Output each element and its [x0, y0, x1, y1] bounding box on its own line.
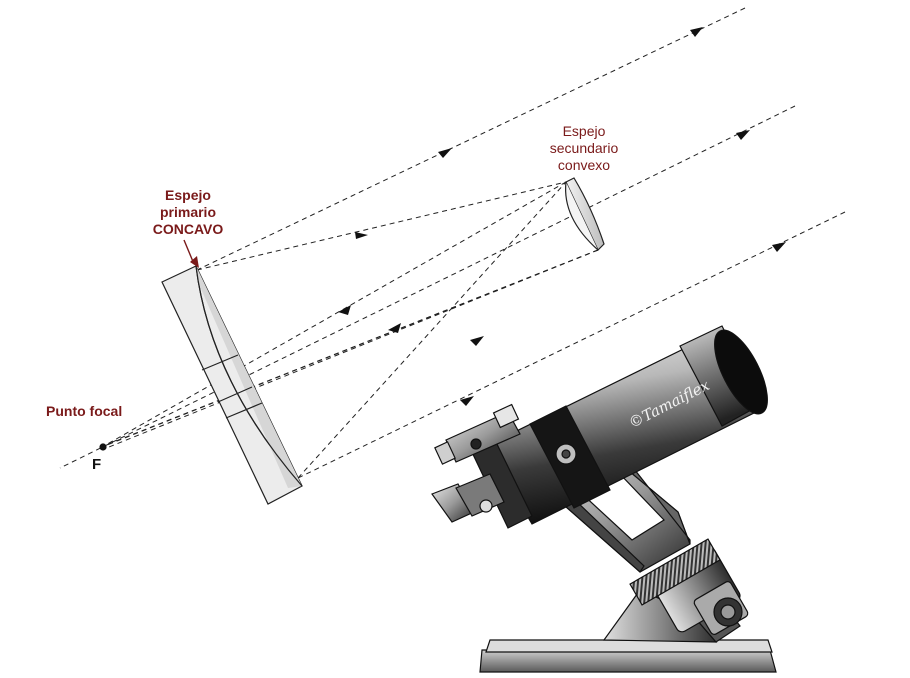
primary-mirror-label: Espejo primario CONCAVO [133, 187, 243, 238]
ray-arrowheads [338, 27, 786, 406]
reflected-ray-upper-a [196, 181, 567, 271]
arrowhead-icon [438, 148, 452, 158]
arrowhead-icon [690, 27, 703, 37]
telescope-tube [469, 325, 768, 529]
incoming-ray-top [196, 7, 746, 271]
focal-point-icon [99, 443, 107, 451]
incoming-ray-bottom [297, 211, 846, 479]
telescope-illustration [431, 325, 777, 673]
optical-rays [59, 7, 846, 479]
primary-mirror [161, 265, 303, 505]
secondary-mirror-label-line-2: secundario [549, 140, 619, 156]
telescope-pedestal [602, 538, 749, 643]
arrowhead-icon [736, 130, 750, 140]
focus-letter-label: F [92, 456, 102, 473]
primary-mirror-pointer [183, 239, 199, 268]
converging-ray-c [103, 181, 567, 447]
telescope-eyepiece [431, 473, 505, 523]
arrowhead-icon [338, 305, 351, 315]
arrowhead-icon [470, 336, 484, 346]
secondary-mirror-label-line-3: convexo [557, 157, 611, 173]
primary-mirror-label-line-2: primario [159, 204, 216, 220]
incoming-ray-middle [59, 105, 796, 469]
secondary-mirror-label-line-1: Espejo [562, 123, 606, 139]
reflected-ray-upper-b [297, 181, 567, 479]
arrowhead-icon [772, 242, 786, 252]
converging-ray-d [103, 249, 599, 450]
secondary-mirror-label: Espejo secundario convexo [534, 123, 634, 174]
focal-point-label: Punto focal [46, 403, 123, 419]
arrowhead-icon [460, 396, 474, 406]
arrowhead-icon [388, 323, 401, 333]
primary-mirror-label-line-1: Espejo [165, 187, 211, 203]
converging-ray-b [105, 249, 599, 446]
telescope-base [479, 639, 777, 673]
telescope-finder [434, 403, 521, 465]
primary-mirror-label-line-3: CONCAVO [152, 221, 224, 237]
secondary-mirror [565, 177, 605, 252]
arrowhead-icon [355, 232, 368, 239]
